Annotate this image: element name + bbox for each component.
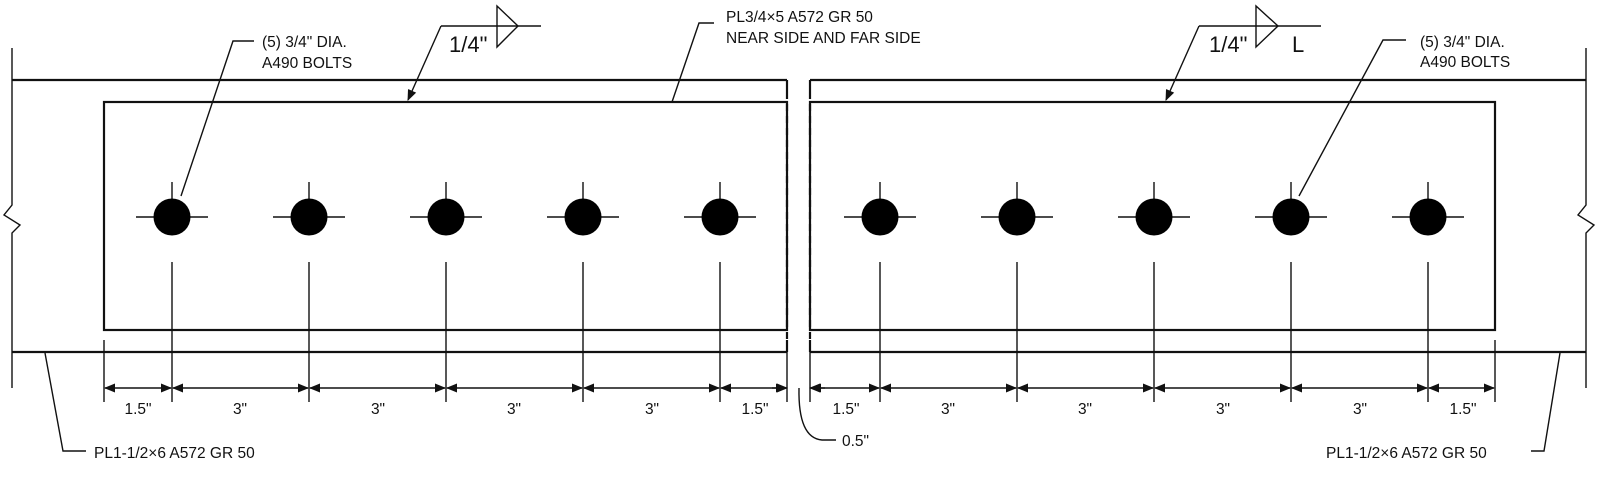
bolt-right-4 <box>1255 182 1327 402</box>
bolt-icon <box>290 198 328 236</box>
flange-plate-callout-left: PL1-1/2×6 A572 GR 50 <box>44 352 255 462</box>
splice-plate-callout-line1: PL3/4×5 A572 GR 50 <box>726 9 873 26</box>
flange-plate-callout-right: PL1-1/2×6 A572 GR 50 <box>1326 352 1561 462</box>
dimension-texts-left: 1.5" 3" 3" 3" 3" 1.5" <box>124 401 768 418</box>
bolt-right-5 <box>1392 182 1464 402</box>
bolt-icon <box>701 198 739 236</box>
bolt-icon <box>1409 198 1447 236</box>
bolt-icon <box>998 198 1036 236</box>
bolt-right-3 <box>1118 182 1190 402</box>
dimension-layer <box>103 340 1496 402</box>
bolt-callout-left-line1: (5) 3/4" DIA. <box>262 34 347 51</box>
dim-left-4: 3" <box>507 401 521 418</box>
bolt-icon <box>564 198 602 236</box>
bolt-callout-right-line2: A490 BOLTS <box>1420 54 1510 71</box>
bolt-icon <box>153 198 191 236</box>
flange-plate-callout-right-label: PL1-1/2×6 A572 GR 50 <box>1326 445 1487 462</box>
splice-plate-callout: PL3/4×5 A572 GR 50 NEAR SIDE AND FAR SID… <box>671 9 921 103</box>
bolt-callout-left: (5) 3/4" DIA. A490 BOLTS <box>180 34 352 197</box>
weld-symbol-right: 1/4" L <box>1165 4 1321 102</box>
bolt-left-5 <box>684 182 756 402</box>
bolt-icon <box>1135 198 1173 236</box>
bolt-left-2 <box>273 182 345 402</box>
bolt-icon <box>861 198 899 236</box>
dim-right-4: 3" <box>1216 401 1230 418</box>
bolt-right-2 <box>981 182 1053 402</box>
bolt-callout-right-line1: (5) 3/4" DIA. <box>1420 34 1505 51</box>
bolt-left-3 <box>410 182 482 402</box>
weld-right-size: 1/4" <box>1209 32 1247 57</box>
weld-right-tail: L <box>1292 32 1304 57</box>
dim-right-3: 3" <box>1078 401 1092 418</box>
dimension-texts-right: 1.5" 3" 3" 3" 3" 1.5" <box>832 401 1476 418</box>
dim-left-3: 3" <box>371 401 385 418</box>
bolt-layer <box>136 182 1464 402</box>
dim-right-5: 3" <box>1353 401 1367 418</box>
bolt-callout-left-line2: A490 BOLTS <box>262 55 352 72</box>
flange-plate <box>12 78 1586 354</box>
dim-left-2: 3" <box>233 401 247 418</box>
bolt-left-4 <box>547 182 619 402</box>
bolt-callout-right: (5) 3/4" DIA. A490 BOLTS <box>1298 34 1510 197</box>
splice-plate-callout-line2: NEAR SIDE AND FAR SIDE <box>726 30 921 47</box>
dim-right-1: 1.5" <box>832 401 859 418</box>
break-line-left <box>2 48 22 388</box>
dim-right-2: 3" <box>941 401 955 418</box>
bolt-icon <box>427 198 465 236</box>
bolt-left-1 <box>136 182 208 402</box>
gap-callout: 0.5" <box>798 387 869 450</box>
bolt-right-1 <box>844 182 916 402</box>
dim-left-6: 1.5" <box>741 401 768 418</box>
weld-symbol-left: 1/4" <box>407 4 541 102</box>
weld-left-size: 1/4" <box>449 32 487 57</box>
bolt-icon <box>1272 198 1310 236</box>
gap-label: 0.5" <box>842 433 869 450</box>
dim-left-5: 3" <box>645 401 659 418</box>
break-line-right <box>1576 48 1596 388</box>
flange-plate-callout-left-label: PL1-1/2×6 A572 GR 50 <box>94 445 255 462</box>
dim-left-1: 1.5" <box>124 401 151 418</box>
dim-right-6: 1.5" <box>1449 401 1476 418</box>
